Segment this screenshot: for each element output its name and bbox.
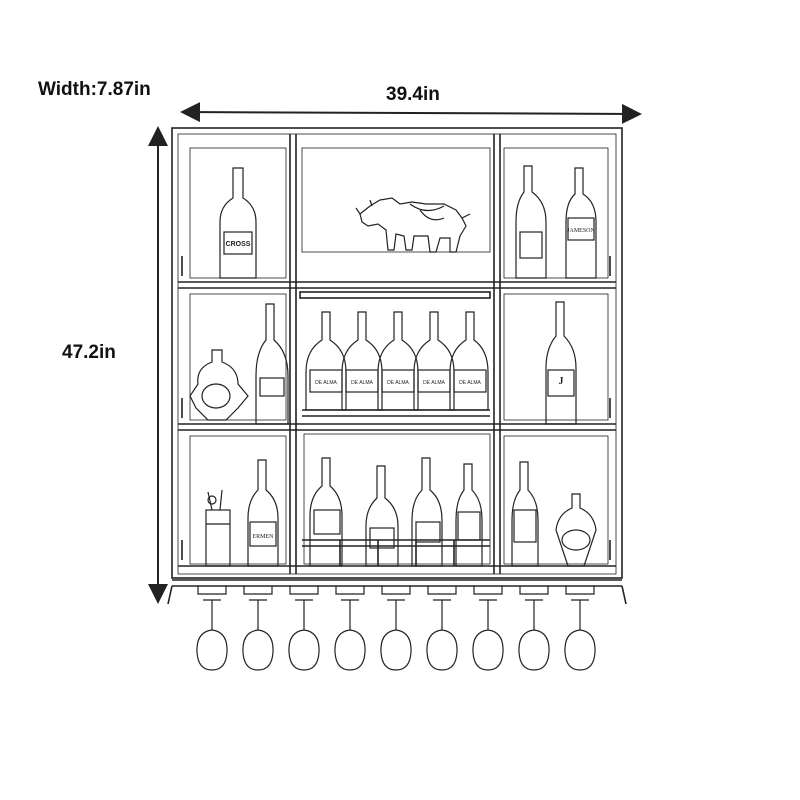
bottle-label-ermen: ERMEN [253,534,275,540]
wine-glass-icon [426,586,458,671]
bottle-label-de-alma: DE ALMA [459,380,481,386]
bottle-label-jameson: JAMESON [567,228,595,234]
wine-bottle-icon [455,463,483,567]
wine-glass-icon [564,586,596,671]
wine-glass-icon [472,586,504,671]
wine-bottle-icon [511,461,539,567]
bottles [189,165,597,567]
wine-bottle-icon [309,457,343,567]
wine-bottle-icon [449,311,489,411]
depth-label: Width:7.87in [38,79,151,100]
wine-bottle-icon [341,311,383,411]
decanter-icon [189,349,249,421]
wine-glass-icon [288,586,320,671]
height-dimension-label: 47.2in [62,342,116,363]
wine-bottle-icon [413,311,455,411]
bottle-label-cross: CROSS [226,241,251,248]
wine-glass-icon [334,586,366,671]
bottle-label-texts: CROSS JAMESON J ERMEN DE ALMA DE ALMA DE… [226,228,596,540]
wine-bottle-icon [515,165,547,279]
wine-bottle-icon [411,457,443,567]
wine-glass-icon [242,586,274,671]
width-dimension-label: 39.4in [386,84,440,105]
wine-bottle-icon [545,301,577,425]
bottle-label-de-alma: DE ALMA [351,380,373,386]
hanging-wine-glasses [196,586,596,671]
rack-frame [171,127,623,579]
wine-glass-icon [380,586,412,671]
wine-bottle-icon [365,465,399,567]
wine-bottle-icon [377,311,419,411]
rhino-figurine-icon [355,197,471,253]
bottle-label-j: J [559,376,564,387]
bottle-label-de-alma: DE ALMA [387,380,409,386]
cocktail-glass-icon [205,489,231,567]
wine-glass-icon [196,586,228,671]
wine-bottle-icon [305,311,347,411]
width-arrow [180,102,642,124]
wine-bottle-icon [219,167,257,279]
wine-bottle-icon [565,167,597,279]
wine-bottle-icon [255,303,289,425]
wine-bottle-icon [247,459,279,567]
decanter-icon [555,493,597,567]
wine-glass-icon [518,586,550,671]
bottle-label-de-alma: DE ALMA [423,380,445,386]
glass-holder-rail [167,579,627,605]
bottle-label-de-alma: DE ALMA [315,380,337,386]
